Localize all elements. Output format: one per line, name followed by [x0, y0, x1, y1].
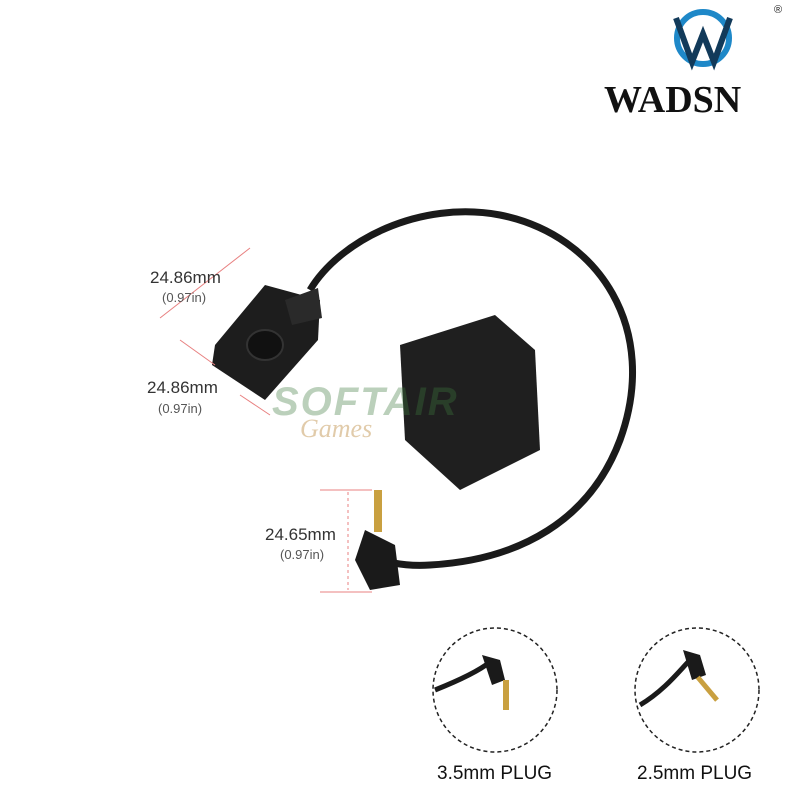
dimension-lines [159, 247, 372, 593]
plug-35mm [355, 490, 400, 590]
wadsn-logo-emblem [673, 9, 733, 71]
pressure-pad-switch [212, 285, 322, 400]
pad-height-inches: (0.97in) [158, 401, 203, 416]
brand-logo-text: WADSN [604, 79, 742, 121]
pad-height-dimension: 24.86mm [147, 378, 218, 397]
plug-35mm-label: 3.5mm PLUG [437, 763, 553, 784]
plug-length-inches: (0.97in) [280, 547, 325, 562]
watermark-games: Games [300, 414, 373, 443]
registered-mark: ® [774, 4, 783, 16]
plug-length-dimension: 24.65mm [265, 525, 336, 544]
watermark-softair: SOFTAIR [272, 380, 459, 424]
inset-35mm-plug [432, 627, 558, 753]
pad-width-inches: (0.97in) [162, 290, 207, 305]
cable [307, 208, 637, 569]
inset-25mm-plug [634, 627, 760, 753]
pad-width-dimension: 24.86mm [150, 268, 221, 287]
plug-25mm-label: 2.5mm PLUG [637, 763, 753, 784]
rail-mount [400, 240, 540, 490]
